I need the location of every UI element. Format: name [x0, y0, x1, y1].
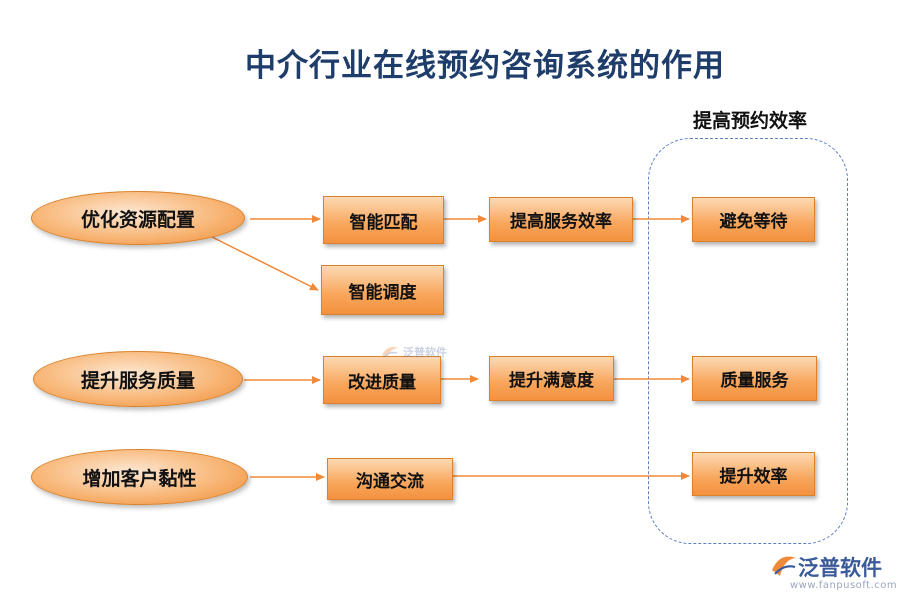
- brand-logo-icon: [772, 556, 796, 576]
- watermark-brand: 泛普软件: [798, 556, 882, 580]
- watermark-center-text: 泛普软件: [403, 346, 447, 359]
- group-label: 提高预约效率: [692, 110, 807, 132]
- node-avoid-waiting: 避免等待: [692, 197, 815, 242]
- group-dashed-border: [648, 138, 848, 544]
- arrow-resource-to-dispatch: [211, 236, 319, 291]
- diagram-title: 中介行业在线预约咨询系统的作用: [245, 48, 725, 84]
- brand-logo-icon: [382, 346, 398, 358]
- node-improve-service-efficiency: 提高服务效率: [489, 197, 633, 242]
- watermark-center: 泛普软件: [381, 344, 447, 360]
- cause-optimize-resources: 优化资源配置: [31, 191, 245, 245]
- node-communication: 沟通交流: [327, 458, 453, 500]
- node-quality-service: 质量服务: [692, 356, 817, 401]
- cause-improve-service-quality: 提升服务质量: [33, 351, 243, 407]
- node-smart-dispatch: 智能调度: [321, 265, 444, 315]
- node-improve-quality: 改进质量: [323, 356, 441, 404]
- watermark-corner: 泛普软件 www.fanpusoft.com: [770, 552, 898, 596]
- node-smart-match: 智能匹配: [323, 196, 444, 244]
- watermark-url: www.fanpusoft.com: [790, 580, 898, 591]
- node-improve-efficiency: 提升效率: [692, 452, 815, 496]
- node-improve-satisfaction: 提升满意度: [489, 356, 614, 401]
- cause-increase-stickiness: 增加客户黏性: [31, 449, 248, 505]
